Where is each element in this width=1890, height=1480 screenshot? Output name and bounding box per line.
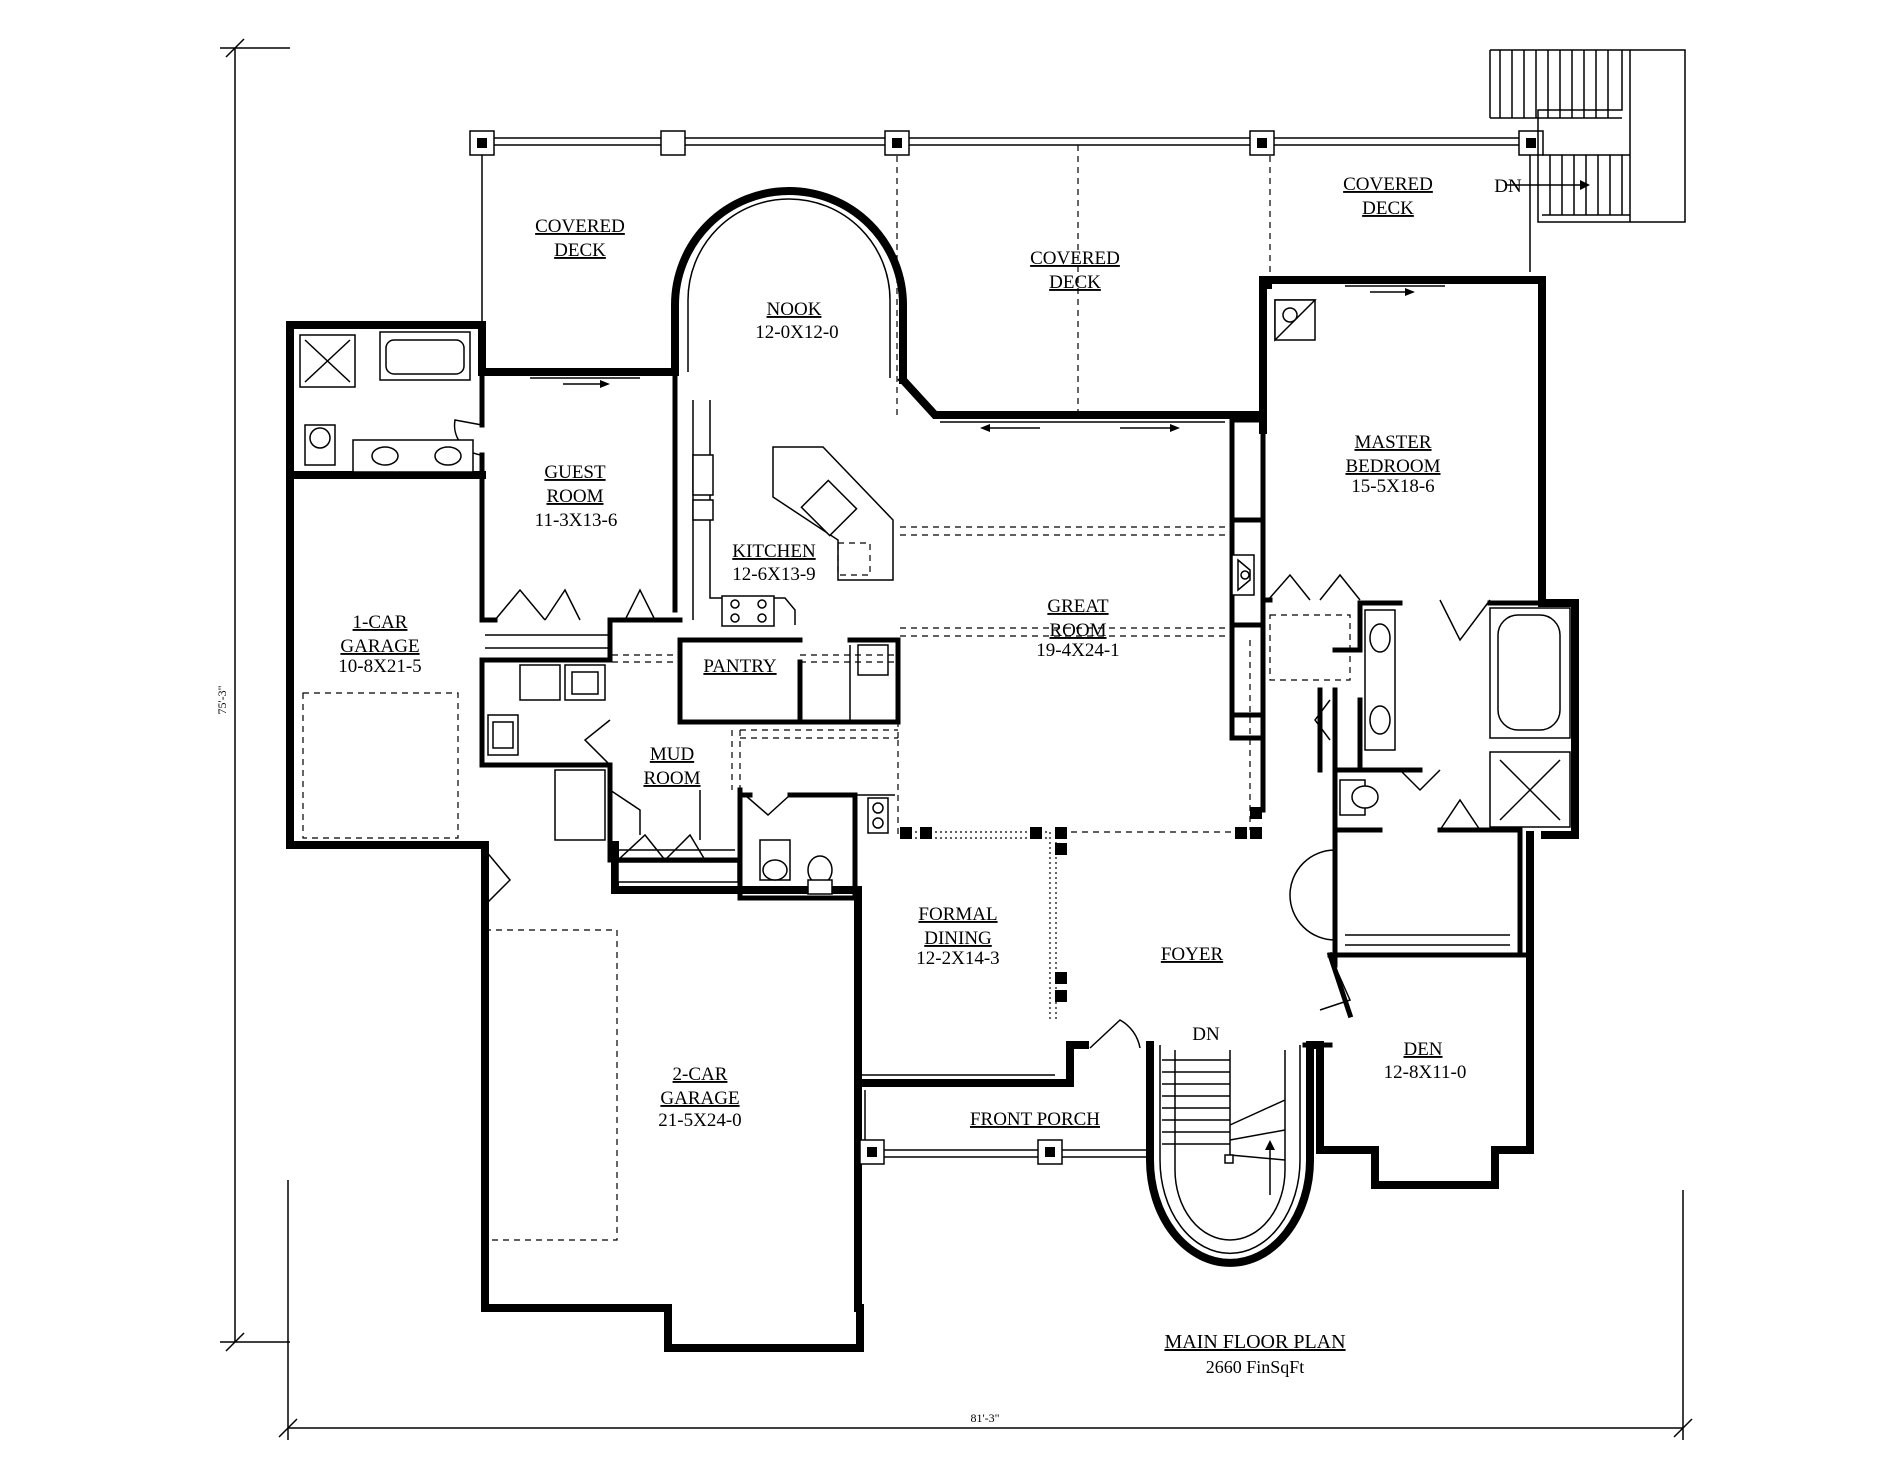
foyer-staircase [1146, 1041, 1314, 1267]
guest-bath-fixtures [299, 331, 474, 473]
covered-deck-center-label-line2: DECK [1049, 272, 1101, 293]
fireplace [1231, 554, 1255, 596]
plan-title: MAIN FLOOR PLAN [1164, 1331, 1345, 1353]
covered-deck-outline [481, 137, 1535, 420]
porch-post [859, 1139, 885, 1165]
great-room-label-line2: ROOM [1049, 620, 1106, 641]
laundry-fixtures [487, 664, 895, 895]
covered-deck-right-label-line2: DECK [1362, 198, 1414, 219]
guest-room-size: 11-3X13-6 [535, 510, 618, 531]
covered-deck-center-label: COVERED [1030, 248, 1120, 269]
deck-post [469, 130, 495, 156]
overall-depth-label: 75'-3" [215, 685, 229, 714]
overall-width-label: 81'-3" [970, 1411, 999, 1425]
two-car-garage-label: 2-CAR [673, 1064, 728, 1085]
one-car-garage-size: 10-8X21-5 [338, 656, 421, 677]
front-porch-label: FRONT PORCH [970, 1109, 1100, 1130]
deck-post [884, 130, 910, 156]
guest-room-label-line2: ROOM [546, 486, 603, 507]
master-bedroom-label: MASTER [1354, 432, 1431, 453]
plan-area: 2660 FinSqFt [1206, 1357, 1305, 1377]
master-bath-fixtures [1269, 299, 1571, 946]
porch-post [1037, 1139, 1063, 1165]
exterior-walls [286, 276, 1579, 1352]
kitchen-label: KITCHEN [732, 541, 816, 562]
formal-dining-label-line2: DINING [924, 928, 992, 949]
two-car-garage-label-line2: GARAGE [660, 1088, 739, 1109]
great-room-size: 19-4X24-1 [1036, 640, 1119, 661]
room-labels: COVERED DECK COVERED DECK COVERED DECK N… [338, 174, 1466, 1131]
master-bedroom-label-line2: BEDROOM [1345, 456, 1440, 477]
one-car-garage-door-outline [302, 692, 459, 839]
front-porch-outline [857, 1083, 1150, 1158]
two-car-garage-size: 21-5X24-0 [658, 1110, 741, 1131]
kitchen-fixtures [612, 400, 1232, 835]
deck-post [660, 130, 686, 156]
depth-dimension-line [220, 38, 290, 1352]
formal-dining-size: 12-2X14-3 [916, 948, 999, 969]
width-dimension-line [278, 1180, 1693, 1440]
formal-dining-label: FORMAL [918, 904, 997, 925]
one-car-garage-label-line2: GARAGE [340, 636, 419, 657]
kitchen-size: 12-6X13-9 [732, 564, 815, 585]
dining-foyer-details [860, 640, 1262, 1076]
master-bedroom-size: 15-5X18-6 [1351, 476, 1434, 497]
den-label: DEN [1403, 1039, 1442, 1060]
mud-room-label: MUD [650, 744, 694, 765]
pantry-label: PANTRY [703, 656, 776, 677]
sliding-doors [530, 285, 1445, 432]
deck-stairs-down-label: DN [1494, 176, 1522, 197]
deck-post [1249, 130, 1275, 156]
two-car-garage-door-outline [484, 929, 618, 1241]
great-room-label: GREAT [1047, 596, 1109, 617]
covered-deck-left-label: COVERED [535, 216, 625, 237]
deck-stairs [1489, 49, 1686, 223]
nook-bay-walls [671, 187, 907, 384]
covered-deck-left-label-line2: DECK [554, 240, 606, 261]
foyer-label: FOYER [1161, 944, 1224, 965]
deck-post [1518, 130, 1544, 156]
mud-room-label-line2: ROOM [643, 768, 700, 789]
nook-size: 12-0X12-0 [755, 322, 838, 343]
one-car-garage-label: 1-CAR [353, 612, 408, 633]
foyer-stairs-down-label: DN [1192, 1024, 1220, 1045]
den-size: 12-8X11-0 [1384, 1062, 1467, 1083]
covered-deck-right-label: COVERED [1343, 174, 1433, 195]
nook-label: NOOK [767, 299, 822, 320]
guest-room-label: GUEST [544, 462, 606, 483]
